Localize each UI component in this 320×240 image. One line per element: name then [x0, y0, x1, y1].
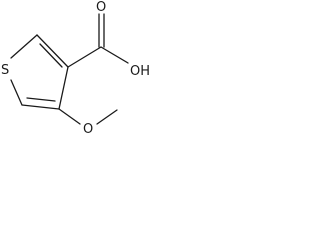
atom-label-methoxy-oxygen: O — [83, 122, 93, 137]
atom-label-sulfur: S — [1, 63, 9, 78]
atom-labels: S O OH O — [1, 0, 150, 137]
atom-label-carbonyl-oxygen: O — [96, 0, 106, 15]
bond-c4-ome — [58, 108, 81, 125]
bond-c4-c5 — [21, 104, 60, 110]
bond-c4-c5-inner — [26, 97, 56, 102]
bond-s1-c2 — [10, 34, 38, 59]
bond-o-ch3 — [96, 109, 118, 125]
bond-c3-c4 — [58, 66, 69, 110]
bond-c2-c3-inner — [39, 43, 63, 68]
atom-label-hydroxyl: OH — [130, 64, 150, 79]
bond-c2-c3 — [36, 34, 69, 68]
bond-c-oh — [100, 46, 129, 64]
bond-c3-ccooh — [67, 46, 102, 68]
bond-c5-s1 — [10, 79, 23, 106]
bonds — [10, 13, 129, 125]
molecule-structure: S O OH O — [1, 0, 150, 137]
